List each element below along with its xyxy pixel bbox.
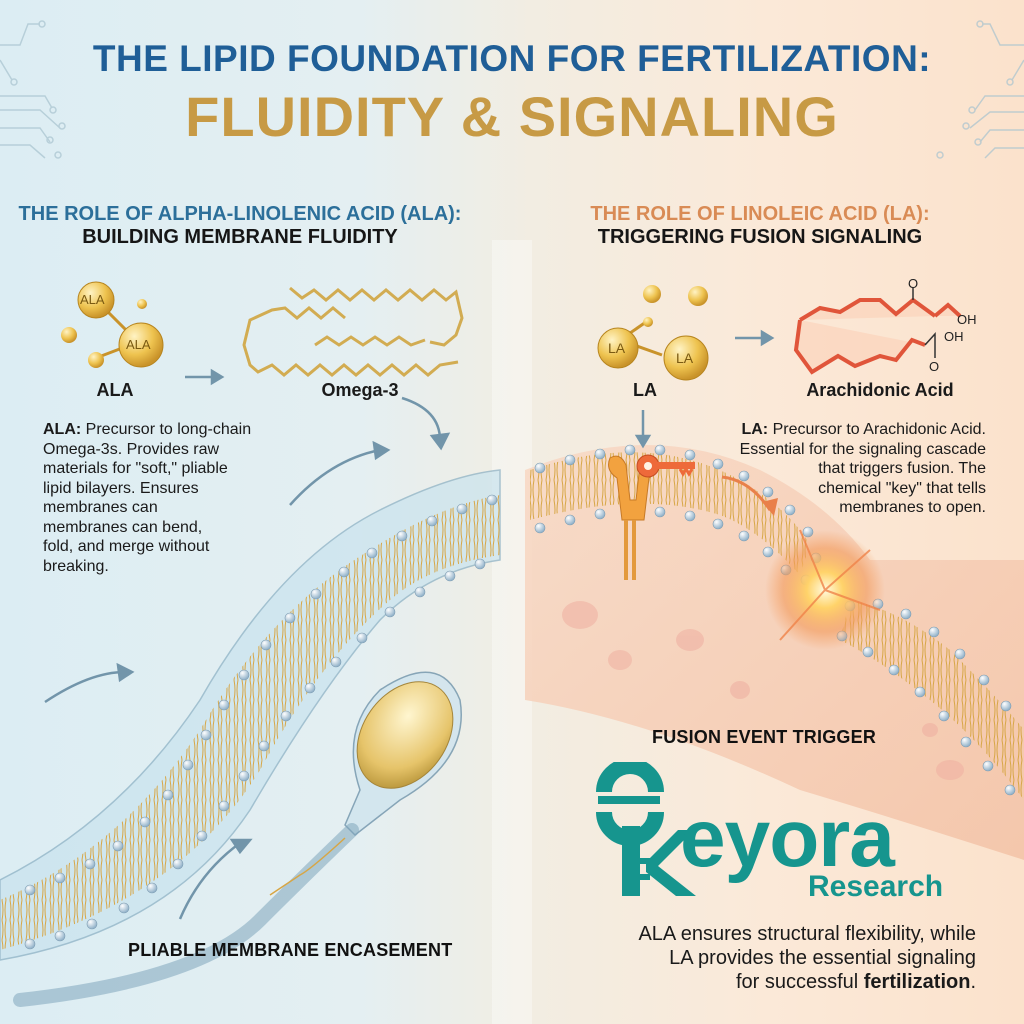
right-heading-line2: TRIGGERING FUSION SIGNALING — [597, 226, 923, 248]
lipid-heads-left — [24, 494, 498, 950]
chem-oh-top: OH — [957, 312, 977, 327]
ala-badge-1: ALA — [80, 292, 105, 307]
lipid-bilayer-right-2 — [840, 600, 1024, 800]
page-title: THE LIPID FOUNDATION FOR FERTILIZATION: — [92, 38, 932, 79]
chem-o-top: O — [908, 276, 919, 291]
flow-arrows-right — [634, 329, 775, 449]
egg-cell-body — [525, 445, 1024, 860]
page-subtitle: FLUIDITY & SIGNALING — [185, 85, 839, 148]
omega3-label: Omega-3 — [321, 380, 399, 400]
chem-o-bottom: O — [929, 359, 940, 374]
omega3-structure-icon — [242, 286, 464, 377]
la-description-term: LA: — [741, 421, 769, 438]
lipid-bilayer-left — [0, 495, 500, 950]
ala-description-term: ALA: — [43, 421, 82, 438]
right-heading-line1: THE ROLE OF LINOLEIC ACID (LA): — [590, 203, 930, 225]
left-section-heading: THE ROLE OF ALPHA-LINOLENIC ACID (ALA): … — [0, 203, 480, 249]
left-heading-line1: THE ROLE OF ALPHA-LINOLENIC ACID (ALA): — [18, 203, 462, 225]
ala-badge-2: ALA — [126, 337, 151, 352]
la-molecule-icon — [597, 285, 709, 381]
right-section-heading: THE ROLE OF LINOLEIC ACID (LA): TRIGGERI… — [530, 203, 990, 249]
la-label: LA — [633, 380, 657, 400]
arachidonic-structure-icon — [793, 288, 962, 375]
fusion-event-caption: FUSION EVENT TRIGGER — [652, 727, 877, 747]
key-logo-icon — [596, 762, 696, 896]
summary-text: ALA ensures structural flexibility, whil… — [638, 923, 976, 993]
flow-arrows-left — [44, 368, 451, 920]
brand-logo: eyora Research — [596, 762, 996, 912]
ala-description: ALA: Precursor to long-chain Omega-3s. P… — [43, 421, 252, 575]
la-description: LA: Precursor to Arachidonic Acid. Essen… — [739, 421, 986, 516]
sperm-tail — [13, 823, 359, 1007]
summary-emphasis: fertilization — [863, 971, 971, 993]
sperm-head — [356, 681, 454, 789]
ala-molecule-icon — [61, 281, 164, 368]
la-badge-1: LA — [608, 340, 626, 356]
la-badge-2: LA — [676, 350, 694, 366]
brand-name: eyora — [680, 793, 895, 884]
brand-subtitle: Research — [808, 870, 944, 903]
left-heading-line2: BUILDING MEMBRANE FLUIDITY — [82, 226, 398, 248]
ala-label: ALA — [96, 380, 134, 400]
arachidonic-label: Arachidonic Acid — [806, 380, 954, 400]
circuit-decoration — [0, 20, 1024, 159]
pliable-membrane-caption: PLIABLE MEMBRANE ENCASEMENT — [128, 940, 453, 960]
chem-oh-bottom: OH — [944, 329, 964, 344]
key-icon — [636, 454, 695, 478]
